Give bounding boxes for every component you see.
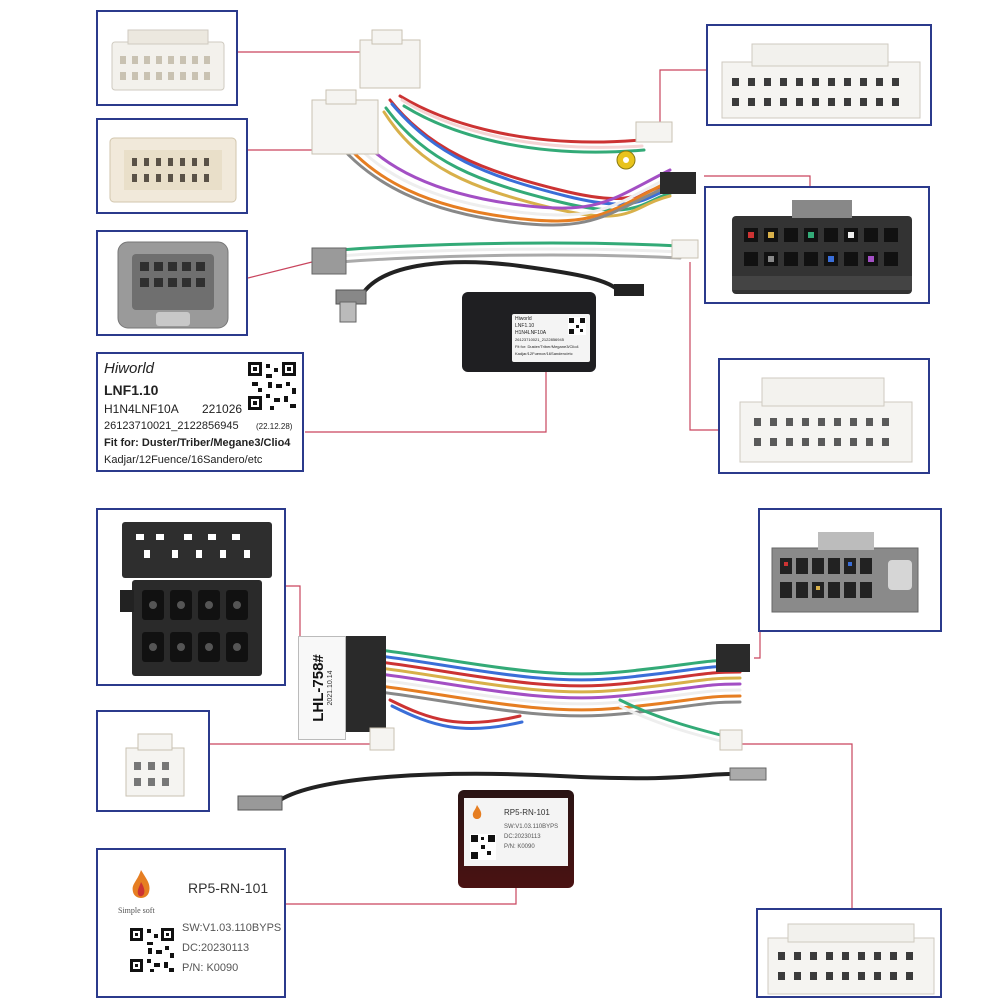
connector-panel-white-24pin-right [706,24,932,126]
sticker-model: RP5-RN-101 [504,808,550,817]
sticker-fit-for: Fit for: Duster/Triber/Megane3/Clio4 [515,344,579,349]
sticker-model: LNF1.10 [515,323,535,329]
qr-code-icon [470,834,496,860]
label-fit-for-2: Kadjar/12Fuence/16Sandero/etc [104,454,263,466]
label-model: RP5-RN-101 [188,880,269,896]
module-sticker: Hiworld LNF1.10 H1N4LNF10A 26123710021_2… [512,314,590,362]
connector-panel-gray-16pin-bottom [758,508,942,632]
label-serial-date: (22.12.28) [256,422,293,431]
connector-panel-black-16pin [704,186,930,304]
sticker-fit-for-2: Kadjar/12Fuence/16Sandero/etc [515,351,573,356]
connector-panel-white-18pin-right [718,358,930,474]
connector-panel-gray-12pin [96,230,248,336]
connector-panel-beige-16pin [96,118,248,214]
harness-date: 2021.10.14 [327,670,334,706]
sticker-serial: 26123710021_2122856945 [515,337,564,342]
sticker-brand: Hiworld [515,316,532,322]
harness-part-number: LHL-758# [310,654,327,722]
label-dc: DC:20230113 [182,942,250,954]
connector-panel-iso-black [96,508,286,686]
qr-code-icon [246,360,298,412]
label-sw: SW:V1.03.110BYPS [182,922,282,934]
flame-logo-icon [132,870,150,898]
sticker-pn: P/N: K0090 [504,844,535,850]
label-date-code: 221026 [202,402,243,416]
rp5-decoder-module: RP5-RN-101 SW:V1.03.110BYPS DC:20230113 … [458,790,574,888]
connector-panel-white-20pin [96,10,238,106]
connector-panel-white-small [96,710,210,812]
label-serial: 26123710021_2122856945 [104,420,239,432]
qr-code-icon [128,926,176,974]
label-brand: Simple soft [118,906,155,915]
sticker-dc: DC:20230113 [504,834,541,840]
label-fit-for: Fit for: Duster/Triber/Megane3/Clio4 [104,437,291,449]
label-brand: Hiworld [104,360,155,377]
qr-code-icon [568,317,586,335]
connector-panel-white-bottom-right [756,908,942,998]
hiworld-label-card: Hiworld LNF1.10 H1N4LNF10A 221026 261237… [96,352,304,472]
sticker-sw: SW:V1.03.110BYPS [504,824,559,830]
flame-logo-icon [472,805,482,819]
label-pn: P/N: K0090 [182,962,239,974]
hiworld-decoder-module: Hiworld LNF1.10 H1N4LNF10A 26123710021_2… [462,292,596,372]
label-code: H1N4LNF10A [104,402,179,416]
module-sticker: RP5-RN-101 SW:V1.03.110BYPS DC:20230113 … [464,798,568,866]
rp5-label-card: Simple soft RP5-RN-101 SW:V1.03.110BYPS … [96,848,286,998]
label-model: LNF1.10 [104,382,159,398]
sticker-code: H1N4LNF10A [515,330,547,336]
harness-part-tag: LHL-758# 2021.10.14 [298,636,346,740]
